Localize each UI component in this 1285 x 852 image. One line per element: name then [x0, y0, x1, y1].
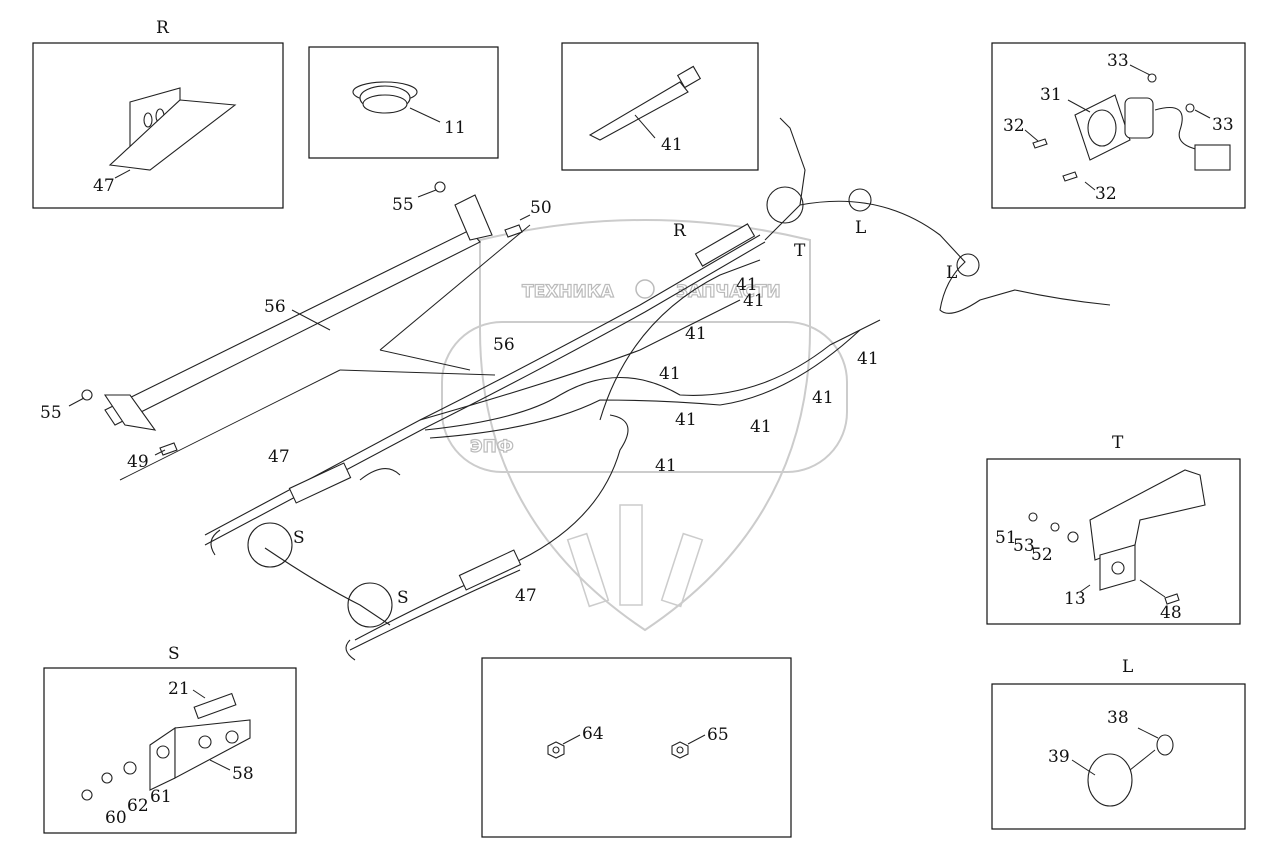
- detail-s-title: S: [168, 644, 180, 664]
- detail-65: 65: [707, 725, 729, 745]
- detail-21: 21: [168, 679, 190, 699]
- detail-box-connector: 31 32 32 33 33: [991, 42, 1246, 209]
- detail-box-r: R 47: [32, 18, 284, 209]
- detail-box-t: T 51 53 52 13 48: [986, 433, 1241, 625]
- wheat-icon: [566, 504, 704, 608]
- watermark-text-right: ЗАПЧАСТИ: [676, 282, 781, 302]
- detail-32b: 32: [1095, 184, 1117, 204]
- gear-icon: [635, 279, 655, 299]
- detail-l-title: L: [1122, 657, 1133, 677]
- detail-31: 31: [1040, 85, 1062, 105]
- detail-32a: 32: [1003, 116, 1025, 136]
- main-55b: 55: [40, 403, 62, 423]
- main-49: 49: [127, 452, 149, 472]
- main-S2: S: [397, 588, 409, 608]
- detail-60: 60: [105, 808, 127, 828]
- watermark-big-text: ЭПФ: [470, 437, 514, 457]
- detail-58: 58: [232, 764, 254, 784]
- main-41c: 41: [857, 349, 879, 369]
- detail-r-title: R: [156, 18, 170, 38]
- detail-61: 61: [150, 787, 172, 807]
- main-47a: 47: [268, 447, 290, 467]
- main-41g: 41: [750, 417, 772, 437]
- main-S1: S: [293, 528, 305, 548]
- detail-box-l: L 39 38: [991, 657, 1246, 830]
- main-L2: L: [946, 263, 957, 283]
- detail-33b: 33: [1212, 115, 1234, 135]
- main-56a: 56: [264, 297, 286, 317]
- detail-box-s: S 21 58 61 62 60: [43, 644, 297, 834]
- detail-62: 62: [127, 796, 149, 816]
- watermark: ТЕХНИКА ЗАПЧАСТИ ЭПФ: [441, 219, 848, 632]
- main-41h: 41: [655, 456, 677, 476]
- detail-r-47: 47: [93, 176, 115, 196]
- watermark-text-left: ТЕХНИКА: [522, 282, 615, 302]
- detail-33a: 33: [1107, 51, 1129, 71]
- detail-38: 38: [1107, 708, 1129, 728]
- detail-64: 64: [582, 724, 604, 744]
- main-T: T: [794, 241, 806, 261]
- main-assembly: 55 50 56 56 55 49 47 47 R T L L S S 41 4…: [40, 117, 1111, 661]
- main-L1: L: [855, 218, 866, 238]
- detail-11: 11: [444, 118, 466, 138]
- main-47b: 47: [515, 586, 537, 606]
- detail-13: 13: [1064, 589, 1086, 609]
- detail-53: 53: [1013, 536, 1035, 556]
- main-41b: 41: [685, 324, 707, 344]
- detail-39: 39: [1048, 747, 1070, 767]
- detail-51: 51: [995, 528, 1017, 548]
- main-41d: 41: [659, 364, 681, 384]
- detail-41: 41: [661, 135, 683, 155]
- main-50: 50: [530, 198, 552, 218]
- detail-t-title: T: [1112, 433, 1124, 453]
- main-41e: 41: [812, 388, 834, 408]
- main-41f: 41: [675, 410, 697, 430]
- detail-52: 52: [1031, 545, 1053, 565]
- main-R: R: [673, 221, 687, 241]
- main-41i: 41: [736, 275, 758, 295]
- main-41a: 41: [743, 291, 765, 311]
- main-56b: 56: [493, 335, 515, 355]
- detail-48: 48: [1160, 603, 1182, 623]
- detail-box-grommet: 11: [308, 46, 499, 159]
- main-55a: 55: [392, 195, 414, 215]
- detail-box-nuts: 64 65: [481, 657, 792, 838]
- detail-box-cable-tie: 41: [561, 42, 759, 171]
